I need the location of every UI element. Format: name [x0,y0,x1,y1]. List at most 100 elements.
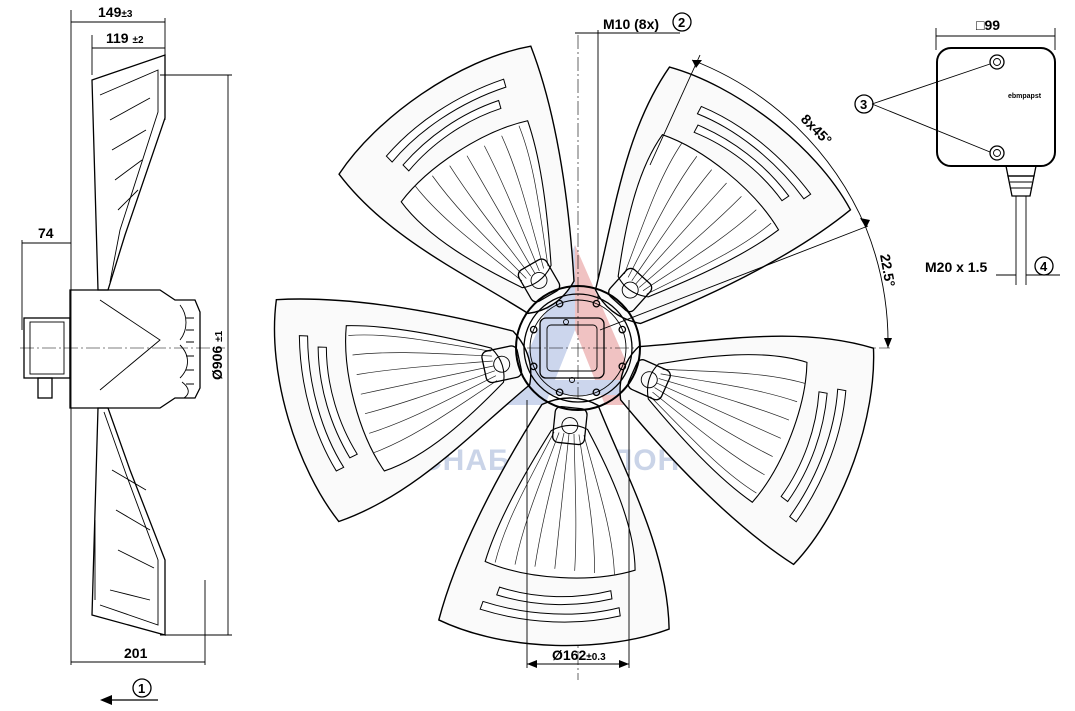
blade-rib [635,182,727,285]
blade-slot [696,105,812,200]
gland-ridges [1010,181,1032,189]
hub-plate-screw [563,319,569,325]
svg-text:4: 4 [1040,259,1048,274]
svg-text:3: 3 [860,97,867,112]
blade-panel [484,424,636,579]
blade-root-bolt [530,272,548,289]
side-blade-edge [99,299,161,391]
hub-outer [515,285,641,411]
blade-root-bolt [561,417,579,435]
fan-blades [273,45,875,647]
callout-4: 4 [1034,256,1054,276]
blade-rib [662,368,806,384]
blade-slot [479,600,621,623]
box-screw-bottom [989,145,1005,161]
blade-rib [573,434,577,571]
blade-panel [345,325,505,472]
hub-bolts [529,299,627,397]
angle-arrow [692,60,702,68]
blade-root-bolt [640,371,658,389]
blade-root [627,359,671,401]
fan-blade [338,45,575,315]
blade-rib [360,365,494,395]
gland-nut [1005,165,1037,177]
blade-rib [627,156,698,278]
blade-rib [348,334,491,352]
blade-slot [780,391,828,503]
hub-bolt [555,299,564,308]
blade-rib [656,382,781,439]
blade-rib [583,435,615,576]
hub-bolt-circle [529,299,627,397]
blade-rib [466,155,536,274]
blade-rib [494,431,555,563]
hub-bolt [529,325,538,334]
blade-rib [484,145,540,272]
blade-rib [660,373,798,403]
dim-99-label: □99 [976,17,1000,33]
box-brand-label: ebmpapst [1008,93,1042,100]
hub-bolt [529,362,538,371]
fan-blade [619,335,875,566]
blade-rib [652,391,765,476]
dim-arrow [527,660,537,668]
dim-149-label: 149±3 [98,4,133,20]
callout-3-leader-bottom [871,103,991,153]
blade-rib [534,432,565,567]
side-motor-flange-inner [29,321,65,375]
angle-22-arc [865,227,889,349]
blade-rib [642,209,757,292]
dim-74-label: 74 [38,225,54,241]
callout-3: 3 [854,94,874,114]
blade-rib [449,165,531,277]
side-cable-gland [37,377,53,399]
hub-bolt [555,388,564,397]
blade-rib [639,196,742,288]
blade-rib [631,169,712,281]
blade-root [517,258,561,303]
angle-ref-line [599,225,869,331]
hub-motor-plate [539,317,605,379]
side-hub [69,289,201,409]
side-blade-upper-ribs [109,97,151,211]
box-screw-top-inner [993,58,1001,66]
blade-rib [369,375,497,434]
blade-root-bolt [621,281,639,299]
angle-45-arc [691,59,867,229]
blade-panel [617,134,780,298]
fan-blade [437,397,670,647]
airflow-arrow-head [100,695,112,705]
blade-slot [402,99,502,172]
gland-body [1007,175,1035,197]
gland-label: M20 x 1.5 [925,259,987,275]
box-screw-top [989,54,1005,70]
angle-arrow [884,338,892,348]
blade-rib [654,387,773,457]
blade-rib [432,175,527,279]
dim-arrow [619,660,629,668]
blade-rib [518,125,549,267]
side-blade-lower-inner [99,411,159,626]
side-view: 149±3 119 ±2 74 201 Ø906 ±1 1 [20,4,232,705]
blade-rib [554,433,570,569]
blade-rib [352,352,492,357]
callout-1: 1 [132,678,152,698]
blade-root [608,267,653,313]
box-screw-bottom-inner [993,149,1001,157]
terminal-box [936,47,1056,167]
blade-root-bolt [493,355,511,373]
dim-162-label: Ø162±0.3 [552,647,606,663]
blade-rib [514,432,560,565]
blade-rib [501,135,544,269]
fan-blade [594,66,852,325]
callout-3-leader-top [871,63,991,105]
fan-blade [273,298,532,523]
front-view: 8x45° 22.5° M10 (8x) 2 Ø162±0.3 [273,12,899,680]
blade-slot [317,346,358,459]
thread-label: M10 (8x) [603,16,659,32]
blade-root [481,345,523,384]
side-blade-upper [91,54,166,291]
side-blade-lower [91,407,166,636]
hub-bolt [618,325,627,334]
callout-2: 2 [672,12,692,32]
